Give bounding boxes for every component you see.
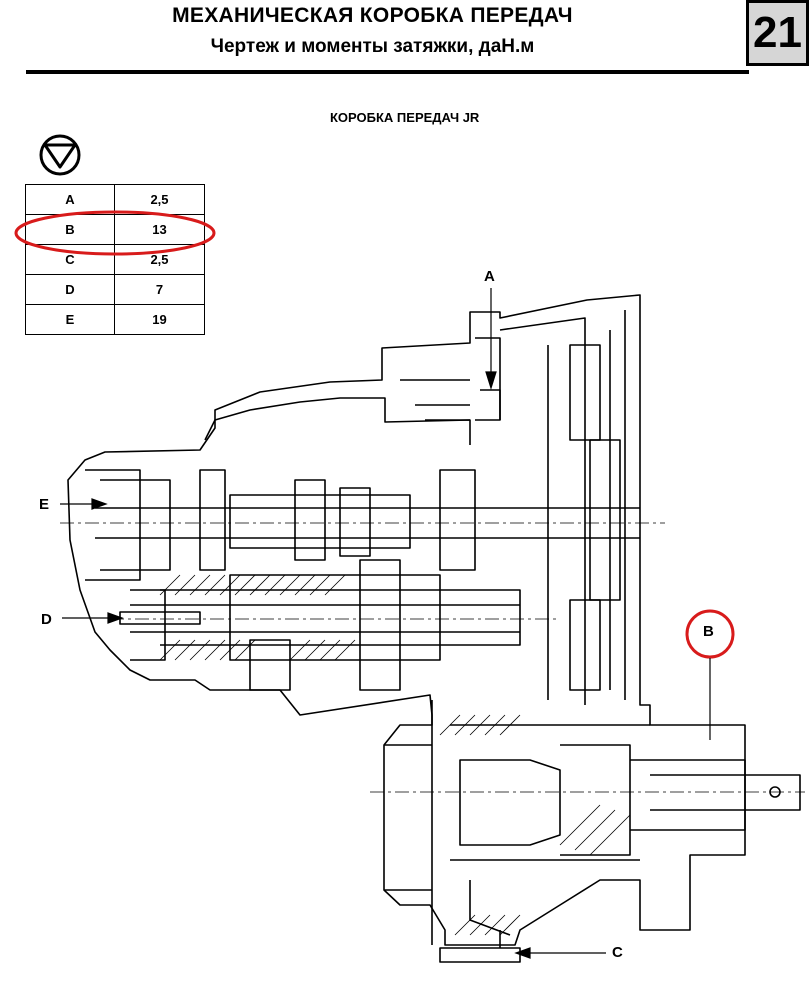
table-row: E 19 bbox=[25, 304, 205, 335]
highlight-ellipse-row-b bbox=[14, 210, 216, 256]
page-title: МЕХАНИЧЕСКАЯ КОРОБКА ПЕРЕДАЧ bbox=[172, 4, 573, 27]
table-row: D 7 bbox=[25, 274, 205, 305]
callout-label-e: E bbox=[39, 496, 50, 513]
callout-label-b: B bbox=[703, 623, 714, 640]
drawing-caption: КОРОБКА ПЕРЕДАЧ JR bbox=[330, 110, 480, 125]
chapter-number-badge: 21 bbox=[746, 0, 809, 66]
torque-wrench-symbol-icon bbox=[39, 134, 81, 176]
torque-value: 2,5 bbox=[114, 244, 205, 275]
torque-key: C bbox=[25, 244, 115, 275]
torque-value: 7 bbox=[114, 274, 205, 305]
table-row: C 2,5 bbox=[25, 244, 205, 275]
torque-table: A 2,5 B 13 C 2,5 D 7 E 19 bbox=[25, 184, 205, 335]
table-row: A 2,5 bbox=[25, 184, 205, 215]
torque-value: 2,5 bbox=[114, 184, 205, 215]
torque-key: E bbox=[25, 304, 115, 335]
page-subtitle: Чертеж и моменты затяжки, даН.м bbox=[210, 36, 535, 57]
highlight-circle-callout-b bbox=[685, 609, 735, 659]
torque-value: 19 bbox=[114, 304, 205, 335]
header-divider bbox=[26, 70, 749, 74]
torque-key: A bbox=[25, 184, 115, 215]
callout-label-a: A bbox=[484, 268, 495, 285]
callout-label-c: C bbox=[612, 944, 623, 961]
callout-label-d: D bbox=[41, 611, 52, 628]
